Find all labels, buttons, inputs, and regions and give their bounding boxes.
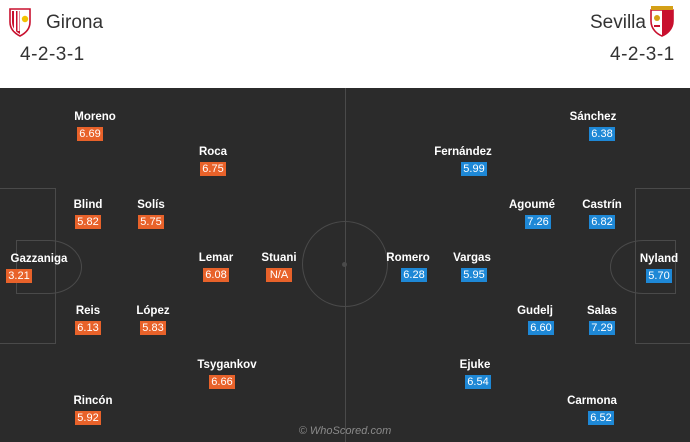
player-name: Tsygankov — [197, 359, 257, 371]
player-rating: 5.92 — [75, 411, 101, 425]
player-rating: 6.13 — [75, 321, 101, 335]
player-rating: 5.82 — [75, 215, 101, 229]
player-name: Lemar — [198, 252, 234, 264]
player-name: Agoumé — [509, 199, 555, 211]
player-name: Rincón — [73, 395, 113, 407]
football-pitch: Gazzaniga 3.21 Moreno 6.69 Blind 5.82 Re… — [0, 88, 690, 442]
player-away-gk[interactable]: Nyland 5.70 — [628, 252, 690, 284]
player-name: Moreno — [74, 111, 116, 123]
player-rating: N/A — [266, 268, 292, 282]
player-away-dm2[interactable]: Gudelj 6.60 — [500, 304, 570, 336]
player-name: Stuani — [261, 252, 297, 264]
girona-crest-icon — [9, 8, 31, 37]
left-penalty-arc — [16, 240, 82, 294]
player-home-st[interactable]: Stuani N/A — [244, 251, 314, 283]
sevilla-crest-icon — [650, 6, 674, 37]
player-name: Roca — [198, 146, 228, 158]
away-formation: 4-2-3-1 — [610, 44, 675, 65]
player-rating: 6.75 — [200, 162, 226, 176]
player-home-cb2[interactable]: Reis 6.13 — [53, 304, 123, 336]
player-rating: 5.95 — [461, 268, 487, 282]
player-home-dm2[interactable]: López 5.83 — [118, 304, 188, 336]
player-name: Reis — [75, 305, 101, 317]
player-home-cb1[interactable]: Blind 5.82 — [53, 198, 123, 230]
player-rating: 7.26 — [525, 215, 551, 229]
player-rating: 6.54 — [465, 375, 491, 389]
player-home-gk[interactable]: Gazzaniga 3.21 — [4, 252, 74, 284]
center-circle — [302, 221, 388, 307]
player-away-rm[interactable]: Fernández 5.99 — [428, 145, 498, 177]
player-rating: 3.21 — [6, 269, 32, 283]
player-name: Romero — [386, 252, 430, 264]
player-name: López — [136, 305, 170, 317]
player-rating: 5.70 — [646, 269, 672, 283]
player-home-am[interactable]: Lemar 6.08 — [181, 251, 251, 283]
player-rating: 5.83 — [140, 321, 166, 335]
player-rating: 6.82 — [589, 215, 615, 229]
player-rating: 5.75 — [138, 215, 164, 229]
player-away-st[interactable]: Romero 6.28 — [373, 251, 443, 283]
player-rating: 6.60 — [528, 321, 554, 335]
player-name: Castrín — [582, 199, 622, 211]
player-away-lb[interactable]: Carmona 6.52 — [557, 394, 627, 426]
player-away-dm1[interactable]: Agoumé 7.26 — [497, 198, 567, 230]
player-name: Fernández — [434, 146, 492, 158]
player-home-lm[interactable]: Tsygankov 6.66 — [192, 358, 262, 390]
player-home-dm1[interactable]: Solís 5.75 — [116, 198, 186, 230]
player-home-lb[interactable]: Rincón 5.92 — [58, 394, 128, 426]
player-name: Ejuke — [459, 359, 491, 371]
player-name: Salas — [586, 305, 618, 317]
player-away-am[interactable]: Vargas 5.95 — [437, 251, 507, 283]
player-name: Blind — [73, 199, 103, 211]
player-rating: 6.08 — [203, 268, 229, 282]
player-away-cb1[interactable]: Castrín 6.82 — [567, 198, 637, 230]
watermark: © WhoScored.com — [298, 425, 392, 437]
player-rating: 6.52 — [588, 411, 614, 425]
player-rating: 6.69 — [77, 127, 103, 141]
right-penalty-arc — [610, 240, 676, 294]
player-away-lm[interactable]: Ejuke 6.54 — [440, 358, 510, 390]
player-rating: 6.38 — [589, 127, 615, 141]
player-rating: 5.99 — [461, 162, 487, 176]
player-name: Gazzaniga — [10, 253, 68, 265]
center-spot — [342, 262, 347, 267]
player-name: Vargas — [453, 252, 491, 264]
player-away-cb2[interactable]: Salas 7.29 — [567, 304, 637, 336]
player-home-rb[interactable]: Moreno 6.69 — [60, 110, 130, 142]
home-formation: 4-2-3-1 — [20, 44, 85, 65]
player-name: Solís — [137, 199, 165, 211]
player-name: Sánchez — [569, 111, 617, 123]
away-team-name[interactable]: Sevilla — [590, 12, 646, 33]
player-rating: 6.28 — [401, 268, 427, 282]
player-name: Nyland — [639, 253, 679, 265]
player-away-rb[interactable]: Sánchez 6.38 — [558, 110, 628, 142]
home-team-name[interactable]: Girona — [46, 12, 104, 33]
player-name: Gudelj — [517, 305, 553, 317]
player-rating: 6.66 — [209, 375, 235, 389]
match-header: Girona 4-2-3-1 Sevilla 4-2-3-1 — [0, 0, 690, 88]
player-name: Carmona — [567, 395, 617, 407]
player-home-rm[interactable]: Roca 6.75 — [178, 145, 248, 177]
player-rating: 7.29 — [589, 321, 615, 335]
